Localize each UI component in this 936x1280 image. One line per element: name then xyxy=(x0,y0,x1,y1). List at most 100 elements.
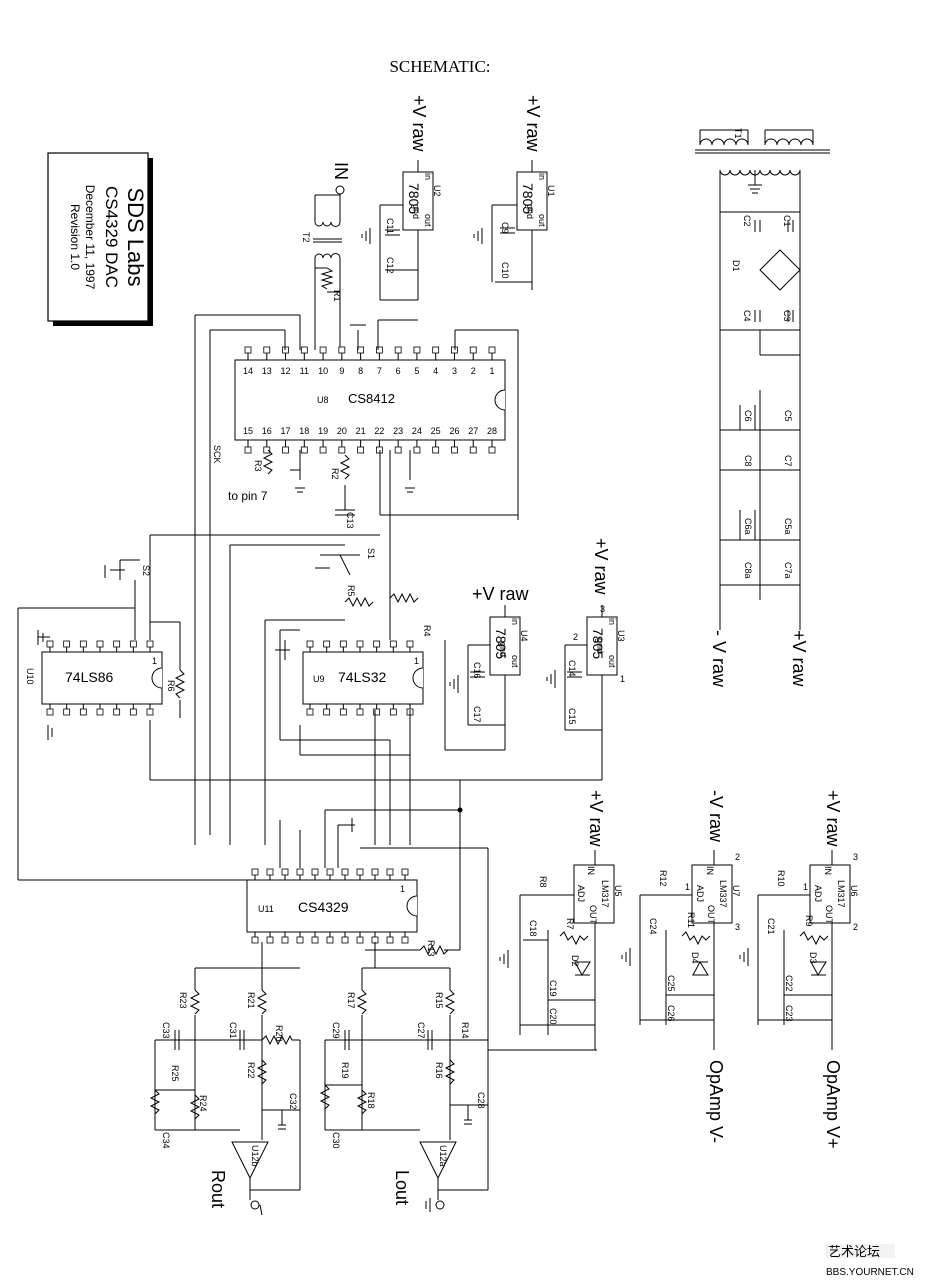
svg-text:3: 3 xyxy=(735,922,740,932)
svg-text:U10: U10 xyxy=(25,668,35,685)
svg-text:C10: C10 xyxy=(500,262,510,279)
title-block: SDS Labs CS4329 DAC December 11, 1997 Re… xyxy=(47,152,153,326)
label-lout: Lout xyxy=(392,1170,412,1205)
svg-text:R6: R6 xyxy=(166,680,176,692)
svg-text:1: 1 xyxy=(620,674,625,684)
regulator-u3: 7805 U3 in gnd out 3 2 1 +V raw C14 C15 xyxy=(460,538,626,781)
svg-text:R19: R19 xyxy=(340,1062,350,1079)
svg-text:gnd: gnd xyxy=(525,204,535,219)
svg-text:R2: R2 xyxy=(330,468,340,480)
svg-text:gnd: gnd xyxy=(595,638,605,653)
u8-pin-label: 24 xyxy=(412,426,422,436)
label-neg-vraw: - V raw xyxy=(709,630,729,688)
svg-text:R12: R12 xyxy=(658,870,668,887)
svg-text:C22: C22 xyxy=(784,975,794,992)
label-c4: C4 xyxy=(742,310,752,322)
u8-pin-label: 1 xyxy=(489,366,494,376)
svg-text:2: 2 xyxy=(853,922,858,932)
svg-text:R22: R22 xyxy=(246,1062,256,1079)
switches: S1 S2 xyxy=(104,548,376,580)
u8-pin-label: 4 xyxy=(433,366,438,376)
u8-pin-label: 5 xyxy=(414,366,419,376)
svg-text:C16: C16 xyxy=(472,662,482,679)
title-company: SDS Labs xyxy=(123,187,148,286)
svg-text:LM337: LM337 xyxy=(718,880,728,908)
svg-text:C32: C32 xyxy=(288,1093,298,1110)
label-neg-vraw-u7: -V raw xyxy=(706,790,726,843)
svg-text:C11: C11 xyxy=(385,218,395,234)
label-vraw-u1: +V raw xyxy=(523,95,543,153)
svg-text:U5: U5 xyxy=(613,885,623,897)
svg-text:R3: R3 xyxy=(253,460,263,472)
label-vraw-u4: +V raw xyxy=(472,584,530,604)
svg-text:ADJ: ADJ xyxy=(695,885,705,902)
svg-text:C13: C13 xyxy=(345,512,355,529)
svg-text:gnd: gnd xyxy=(411,204,421,219)
svg-text:D3: D3 xyxy=(808,952,818,964)
u8-pin-label: 14 xyxy=(243,366,253,376)
svg-text:S1: S1 xyxy=(366,548,376,559)
svg-text:S2: S2 xyxy=(141,565,151,576)
svg-text:ADJ: ADJ xyxy=(813,885,823,902)
label-in: IN xyxy=(331,162,351,180)
output-filter-left: R17 R15 C29 C27 R14 R16 R19 R18 C28 C30 … xyxy=(319,942,489,1212)
svg-text:C31: C31 xyxy=(228,1022,238,1039)
label-opamp-pos: OpAmp V+ xyxy=(823,1060,843,1149)
svg-text:IN: IN xyxy=(823,866,833,875)
svg-text:R21: R21 xyxy=(246,992,256,1009)
label-pos-vraw-right: +V raw xyxy=(789,630,809,688)
svg-text:OUT: OUT xyxy=(588,905,598,925)
u8-pin-label: 18 xyxy=(299,426,309,436)
u8-pin-label: 9 xyxy=(339,366,344,376)
regulator-u2: 7805 U2 in gnd out C11 C12 +V raw xyxy=(361,95,442,301)
svg-text:C20: C20 xyxy=(548,1008,558,1025)
svg-text:in: in xyxy=(510,618,520,625)
svg-text:R16: R16 xyxy=(434,1062,444,1079)
svg-text:R4: R4 xyxy=(422,625,432,637)
svg-text:C14: C14 xyxy=(567,660,577,677)
chip-u9-74ls32: U9 74LS32 1 R4 R5 xyxy=(264,585,432,845)
chip-u10-74ls86: U10 74LS86 1 R6 xyxy=(17,580,460,881)
u8-pin-label: 2 xyxy=(471,366,476,376)
svg-text:C29: C29 xyxy=(331,1022,341,1039)
svg-text:U3: U3 xyxy=(616,630,626,642)
u8-pin-label: 13 xyxy=(262,366,272,376)
u8-pin-label: 23 xyxy=(393,426,403,436)
label-c5a: C5a xyxy=(783,518,793,535)
svg-text:C23: C23 xyxy=(784,1005,794,1022)
svg-text:CS8412: CS8412 xyxy=(348,391,395,406)
svg-text:C25: C25 xyxy=(666,975,676,992)
label-c8: C8 xyxy=(743,455,753,467)
u8-pin-label: 16 xyxy=(262,426,272,436)
power-supply-section: T1 D1 C2 C1 C4 C3 C6 C5 C8 C7 xyxy=(695,128,830,688)
svg-text:CS4329: CS4329 xyxy=(298,899,349,915)
svg-text:U11: U11 xyxy=(258,904,274,914)
svg-text:OUT: OUT xyxy=(706,905,716,925)
svg-text:R9: R9 xyxy=(804,915,814,927)
u8-pin-label: 26 xyxy=(449,426,459,436)
svg-text:in: in xyxy=(537,173,547,180)
svg-text:C30: C30 xyxy=(331,1132,341,1149)
svg-text:LM317: LM317 xyxy=(836,880,846,908)
label-c7: C7 xyxy=(783,455,793,467)
title-product: CS4329 DAC xyxy=(102,186,121,288)
svg-text:IN: IN xyxy=(586,866,596,875)
svg-text:C26: C26 xyxy=(666,1005,676,1022)
regulator-u4: 7805 U4 in gnd out +V raw C16 C17 xyxy=(444,584,530,751)
svg-text:1: 1 xyxy=(414,656,419,666)
svg-text:out: out xyxy=(510,655,520,668)
page-title: SCHEMATIC: xyxy=(389,57,490,76)
label-c5: C5 xyxy=(783,410,793,422)
svg-text:2: 2 xyxy=(573,632,578,642)
label-c6a: C6a xyxy=(743,518,753,535)
watermark-text: BBS.YOURNET.CN xyxy=(826,1267,914,1278)
u8-pin-label: 28 xyxy=(487,426,497,436)
output-filter-right: R23 R21 C33 C31 R20 R22 R25 R24 C32 C34 … xyxy=(149,942,301,1216)
svg-text:D4: D4 xyxy=(690,952,700,964)
svg-text:in: in xyxy=(607,618,617,625)
u8-pin-label: 25 xyxy=(431,426,441,436)
u8-pin-label: 15 xyxy=(243,426,253,436)
regulator-u7: LM337 U7 IN ADJ OUT 2 1 3 -V raw R11 R12… xyxy=(621,790,741,1143)
u8-pin-label: 22 xyxy=(374,426,384,436)
label-c1: C1 xyxy=(782,215,792,227)
